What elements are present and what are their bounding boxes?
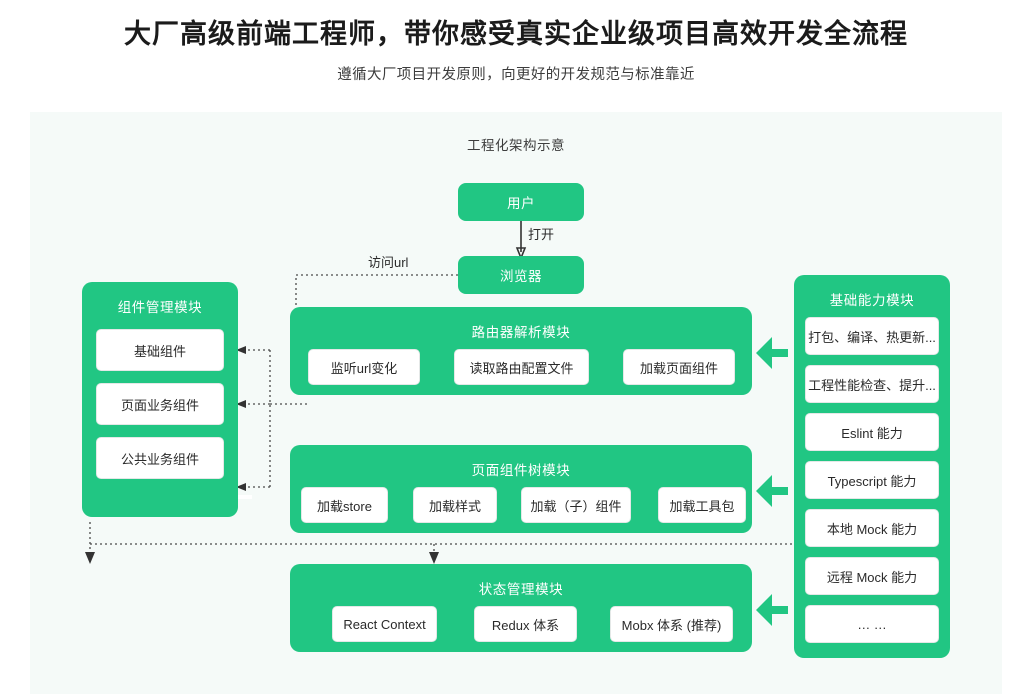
right-module-item-0-label: 打包、编译、热更新... bbox=[808, 329, 936, 345]
left-module-item-0[interactable]: 基础组件 bbox=[96, 329, 224, 371]
state-item-0-label: React Context bbox=[343, 616, 426, 632]
state-item-2-label: Mobx 体系 (推荐) bbox=[621, 617, 722, 633]
edge-label-open: 打开 bbox=[528, 227, 555, 242]
left-module-item-1-label: 页面业务组件 bbox=[120, 397, 199, 413]
tree-step-1[interactable]: 加载样式 bbox=[413, 487, 497, 523]
edge-label-visit-url: 访问url bbox=[368, 255, 409, 270]
router-step-0[interactable]: 监听url变化 bbox=[308, 349, 420, 385]
right-module-item-2-label: Eslint 能力 bbox=[841, 425, 903, 441]
tree-step-0[interactable]: 加载store bbox=[301, 487, 388, 523]
right-module-title: 基础能力模块 bbox=[829, 293, 915, 308]
right-module-item-6[interactable]: … … bbox=[805, 605, 939, 643]
right-module-item-5[interactable]: 远程 Mock 能力 bbox=[805, 557, 939, 595]
state-module-title: 状态管理模块 bbox=[478, 582, 564, 597]
right-module-item-3-label: Typescript 能力 bbox=[827, 473, 917, 489]
node-user[interactable]: 用户 bbox=[458, 183, 584, 221]
left-module-title: 组件管理模块 bbox=[117, 300, 203, 315]
page-header: 大厂高级前端工程师，带你感受真实企业级项目高效开发全流程 遵循大厂项目开发原则，… bbox=[0, 0, 1032, 88]
right-module-base-capability: 基础能力模块 打包、编译、热更新... 工程性能检查、提升... Eslint … bbox=[794, 275, 950, 658]
router-step-2-label: 加载页面组件 bbox=[639, 360, 718, 376]
router-step-1-label: 读取路由配置文件 bbox=[469, 360, 574, 376]
page-subtitle: 遵循大厂项目开发原则，向更好的开发规范与标准靠近 bbox=[337, 67, 695, 83]
state-module: 状态管理模块 React Context Redux 体系 Mobx 体系 (推… bbox=[290, 564, 752, 652]
right-module-item-1-label: 工程性能检查、提升... bbox=[808, 377, 936, 393]
right-module-item-3[interactable]: Typescript 能力 bbox=[805, 461, 939, 499]
page-tree-module: 页面组件树模块 加载store 加载样式 加载（子）组件 加载工具包 bbox=[290, 445, 752, 533]
state-item-1[interactable]: Redux 体系 bbox=[474, 606, 577, 642]
page-tree-module-title: 页面组件树模块 bbox=[471, 463, 571, 478]
router-step-1[interactable]: 读取路由配置文件 bbox=[454, 349, 589, 385]
node-browser-label: 浏览器 bbox=[500, 269, 542, 284]
left-module-item-2-label: 公共业务组件 bbox=[120, 451, 199, 467]
page-title: 大厂高级前端工程师，带你感受真实企业级项目高效开发全流程 bbox=[124, 19, 908, 49]
tree-step-3-label: 加载工具包 bbox=[669, 498, 735, 514]
right-module-item-6-label: … … bbox=[857, 616, 887, 632]
left-module-component-management: 组件管理模块 基础组件 页面业务组件 公共业务组件 bbox=[82, 282, 238, 517]
left-module-item-0-label: 基础组件 bbox=[133, 343, 186, 359]
node-browser[interactable]: 浏览器 bbox=[458, 256, 584, 294]
router-module-title: 路由器解析模块 bbox=[471, 325, 571, 340]
right-module-item-1[interactable]: 工程性能检查、提升... bbox=[805, 365, 939, 403]
diagram-caption: 工程化架构示意 bbox=[467, 138, 565, 153]
left-module-item-1[interactable]: 页面业务组件 bbox=[96, 383, 224, 425]
state-item-1-label: Redux 体系 bbox=[491, 617, 560, 633]
left-module-item-2[interactable]: 公共业务组件 bbox=[96, 437, 224, 479]
tree-step-0-label: 加载store bbox=[317, 498, 372, 514]
tree-step-2[interactable]: 加载（子）组件 bbox=[521, 487, 631, 523]
tree-step-2-label: 加载（子）组件 bbox=[530, 498, 622, 514]
tree-step-1-label: 加载样式 bbox=[428, 498, 481, 514]
right-module-item-4-label: 本地 Mock 能力 bbox=[826, 521, 918, 537]
right-module-item-0[interactable]: 打包、编译、热更新... bbox=[805, 317, 939, 355]
right-module-item-2[interactable]: Eslint 能力 bbox=[805, 413, 939, 451]
state-item-0[interactable]: React Context bbox=[332, 606, 437, 642]
node-user-label: 用户 bbox=[507, 196, 535, 211]
right-module-item-5-label: 远程 Mock 能力 bbox=[826, 569, 918, 585]
router-step-0-label: 监听url变化 bbox=[330, 360, 398, 376]
right-module-item-4[interactable]: 本地 Mock 能力 bbox=[805, 509, 939, 547]
router-step-2[interactable]: 加载页面组件 bbox=[623, 349, 735, 385]
tree-step-3[interactable]: 加载工具包 bbox=[658, 487, 746, 523]
router-module: 路由器解析模块 监听url变化 读取路由配置文件 加载页面组件 bbox=[290, 307, 752, 395]
diagram-panel: 工程化架构示意 bbox=[30, 112, 1002, 694]
state-item-2[interactable]: Mobx 体系 (推荐) bbox=[610, 606, 733, 642]
